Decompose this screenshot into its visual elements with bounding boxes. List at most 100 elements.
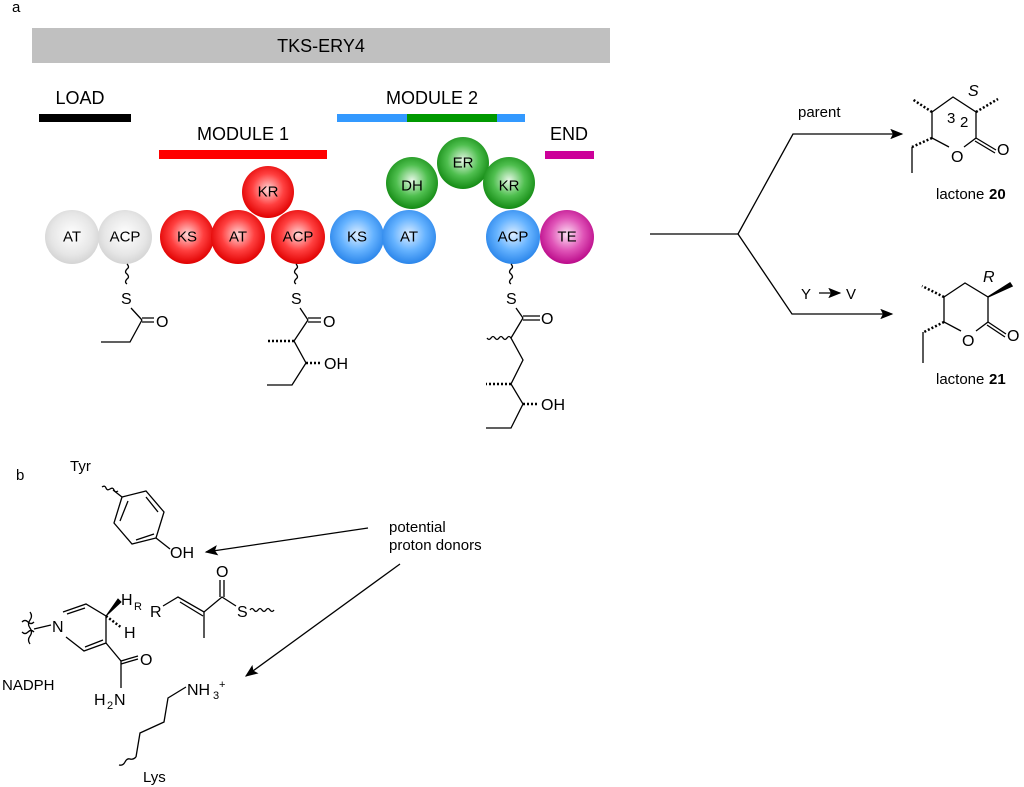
- svg-text:S: S: [121, 291, 132, 308]
- lactone-20-structure: O O S 3 2: [911, 83, 1009, 173]
- nadph-structure: N H R H O H 2 N: [21, 592, 152, 712]
- svg-text:R: R: [983, 269, 995, 286]
- domain-m1-kr: KR: [242, 166, 294, 218]
- module1-intermediate: S O OH: [266, 263, 348, 386]
- svg-text:KR: KR: [258, 184, 279, 201]
- tyr-label: Tyr: [70, 458, 91, 475]
- svg-text:N: N: [114, 692, 126, 709]
- svg-text:AT: AT: [63, 229, 81, 246]
- domain-m2-at: AT: [382, 210, 436, 264]
- svg-text:2: 2: [107, 700, 113, 712]
- svg-text:O: O: [541, 311, 553, 328]
- panel-a-label: a: [12, 0, 21, 16]
- svg-text:O: O: [1007, 328, 1019, 345]
- module-1-label: MODULE 1: [197, 124, 289, 144]
- lys-structure: NH 3 +: [118, 679, 225, 766]
- branch-arrows: [650, 128, 904, 320]
- branch-mutation-label: Y V: [801, 286, 856, 303]
- module-2-bar-left: [337, 114, 407, 122]
- nadph-label: NADPH: [2, 677, 55, 694]
- domain-m2-kr: KR: [483, 157, 535, 209]
- svg-text:O: O: [140, 652, 152, 669]
- domain-m1-acp: ACP: [271, 210, 325, 264]
- module-1-bar: [159, 150, 327, 159]
- lactone-21-structure: O O R: [921, 269, 1019, 363]
- domain-m2-er: ER: [437, 137, 489, 189]
- tyr-structure: OH: [101, 485, 194, 562]
- synthase-bar: [32, 28, 610, 63]
- svg-text:3: 3: [947, 110, 955, 127]
- svg-text:ACP: ACP: [110, 229, 141, 246]
- amide-nh2: H 2 N: [94, 692, 126, 712]
- svg-text:2: 2: [960, 114, 968, 131]
- svg-text:O: O: [216, 564, 228, 581]
- domain-m1-ks: KS: [160, 210, 214, 264]
- domain-m2-ks: KS: [330, 210, 384, 264]
- arrow-to-lys: [244, 563, 401, 677]
- svg-text:KR: KR: [499, 178, 520, 195]
- domain-m1-at: AT: [211, 210, 265, 264]
- svg-text:OH: OH: [170, 545, 194, 562]
- svg-text:20: 20: [989, 186, 1006, 203]
- svg-text:KS: KS: [177, 229, 197, 246]
- svg-text:S: S: [506, 291, 517, 308]
- lactone-20-caption: lactone 20: [936, 186, 1006, 203]
- domain-load-acp: ACP: [98, 210, 152, 264]
- svg-text:OH: OH: [541, 397, 565, 414]
- lys-label: Lys: [143, 769, 166, 786]
- svg-text:lactone: lactone: [936, 186, 984, 203]
- domain-m2-dh: DH: [386, 157, 438, 209]
- svg-text:H: H: [124, 625, 136, 642]
- domain-end-te: TE: [540, 210, 594, 264]
- module-load-label: LOAD: [55, 88, 104, 108]
- load-intermediate: S O: [101, 263, 168, 343]
- module2-intermediate: S O OH: [486, 263, 565, 429]
- svg-text:Y: Y: [801, 286, 811, 303]
- svg-text:H: H: [121, 592, 133, 609]
- svg-text:ACP: ACP: [283, 229, 314, 246]
- module-load-bar: [39, 114, 131, 122]
- panel-b-label: b: [16, 467, 24, 484]
- branch-parent-label: parent: [798, 104, 841, 121]
- arrow-to-tyr: [204, 527, 369, 556]
- module-2-bar-middle: [407, 114, 497, 122]
- lys-nh3: NH 3 +: [187, 679, 225, 702]
- svg-text:AT: AT: [400, 229, 418, 246]
- svg-text:OH: OH: [324, 356, 348, 373]
- enoyl-substrate: R O S: [150, 564, 275, 638]
- svg-text:O: O: [997, 142, 1009, 159]
- svg-text:21: 21: [989, 371, 1006, 388]
- domain-m2-acp: ACP: [486, 210, 540, 264]
- svg-text:KS: KS: [347, 229, 367, 246]
- svg-text:DH: DH: [401, 178, 423, 195]
- svg-text:lactone: lactone: [936, 371, 984, 388]
- svg-text:S: S: [237, 604, 248, 621]
- svg-text:NH: NH: [187, 682, 210, 699]
- svg-text:O: O: [951, 149, 963, 166]
- module-end-label: END: [550, 124, 588, 144]
- svg-text:H: H: [94, 692, 106, 709]
- svg-text:+: +: [219, 679, 225, 691]
- domain-load-at: AT: [45, 210, 99, 264]
- module-end-bar: [545, 151, 594, 159]
- svg-text:AT: AT: [229, 229, 247, 246]
- lactone-21-caption: lactone 21: [936, 371, 1006, 388]
- synthase-title: TKS-ERY4: [277, 36, 365, 56]
- annotation-line1: potential: [389, 519, 446, 536]
- svg-text:R: R: [134, 601, 142, 613]
- module-2-bar-right: [497, 114, 525, 122]
- svg-text:V: V: [846, 286, 856, 303]
- svg-text:R: R: [150, 604, 162, 621]
- svg-text:TE: TE: [557, 229, 576, 246]
- module-2-label: MODULE 2: [386, 88, 478, 108]
- svg-text:S: S: [291, 291, 302, 308]
- svg-text:ER: ER: [453, 155, 474, 172]
- svg-text:N: N: [52, 619, 64, 636]
- svg-text:O: O: [156, 314, 168, 331]
- svg-text:O: O: [323, 314, 335, 331]
- annotation-line2: proton donors: [389, 537, 482, 554]
- svg-text:3: 3: [213, 690, 219, 702]
- svg-text:O: O: [962, 333, 974, 350]
- svg-text:S: S: [968, 83, 979, 100]
